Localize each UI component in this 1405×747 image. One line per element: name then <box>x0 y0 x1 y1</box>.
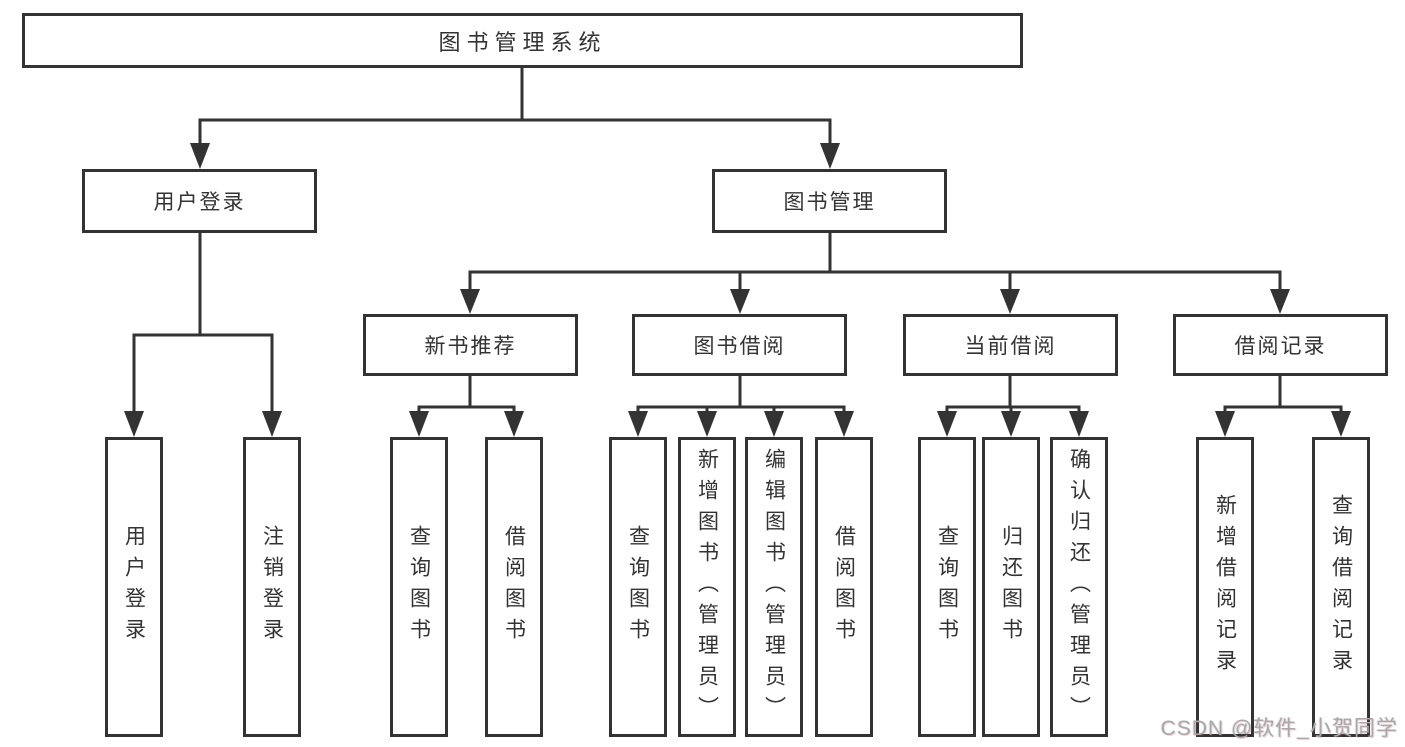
node-book-borrowing: 图书借阅 <box>632 314 847 376</box>
node-user-login: 用户登录 <box>82 169 317 233</box>
leaf-borrow-books-recommend-label: 借阅图书 <box>502 525 526 649</box>
leaf-query-books-borrow: 查询图书 <box>609 437 667 737</box>
leaf-query-books-recommend: 查询图书 <box>390 437 448 737</box>
leaf-query-borrow-record: 查询借阅记录 <box>1312 437 1370 737</box>
leaf-user-login: 用户登录 <box>105 437 163 737</box>
node-borrowing-records: 借阅记录 <box>1173 314 1388 376</box>
node-root: 图书管理系统 <box>22 13 1023 68</box>
leaf-borrow-books-label: 借阅图书 <box>832 525 856 649</box>
node-book-management: 图书管理 <box>712 169 947 233</box>
leaf-query-books-borrow-label: 查询图书 <box>626 525 650 649</box>
leaf-borrow-books: 借阅图书 <box>815 437 873 737</box>
leaf-logout-label: 注销登录 <box>260 525 284 649</box>
node-current-borrowing: 当前借阅 <box>903 314 1118 376</box>
leaf-return-books-label: 归还图书 <box>999 525 1023 649</box>
leaf-return-books: 归还图书 <box>982 437 1040 737</box>
node-root-label: 图书管理系统 <box>438 29 607 55</box>
node-book-borrowing-label: 图书借阅 <box>693 335 786 358</box>
node-new-book-recommend: 新书推荐 <box>363 314 578 376</box>
leaf-edit-books-admin-label: 编辑图书（管理员） <box>762 447 786 727</box>
node-user-login-label: 用户登录 <box>153 191 246 214</box>
leaf-query-books-current: 查询图书 <box>918 437 976 737</box>
leaf-borrow-books-recommend: 借阅图书 <box>485 437 543 737</box>
node-book-management-label: 图书管理 <box>783 191 876 214</box>
leaf-add-books-admin-label: 新增图书（管理员） <box>695 447 719 727</box>
leaf-logout: 注销登录 <box>243 437 301 737</box>
leaf-add-borrow-record: 新增借阅记录 <box>1196 437 1254 737</box>
node-new-book-recommend-label: 新书推荐 <box>424 335 517 358</box>
leaf-query-borrow-record-label: 查询借阅记录 <box>1329 494 1353 680</box>
leaf-user-login-label: 用户登录 <box>122 525 146 649</box>
node-current-borrowing-label: 当前借阅 <box>964 335 1057 358</box>
leaf-confirm-return-admin: 确认归还（管理员） <box>1050 437 1108 737</box>
leaf-edit-books-admin: 编辑图书（管理员） <box>745 437 803 737</box>
leaf-add-borrow-record-label: 新增借阅记录 <box>1213 494 1237 680</box>
watermark: CSDN @软件_小贺同学 <box>1160 717 1398 740</box>
leaf-confirm-return-admin-label: 确认归还（管理员） <box>1067 447 1091 727</box>
leaf-add-books-admin: 新增图书（管理员） <box>678 437 736 737</box>
node-borrowing-records-label: 借阅记录 <box>1234 335 1327 358</box>
leaf-query-books-current-label: 查询图书 <box>935 525 959 649</box>
leaf-query-books-recommend-label: 查询图书 <box>407 525 431 649</box>
